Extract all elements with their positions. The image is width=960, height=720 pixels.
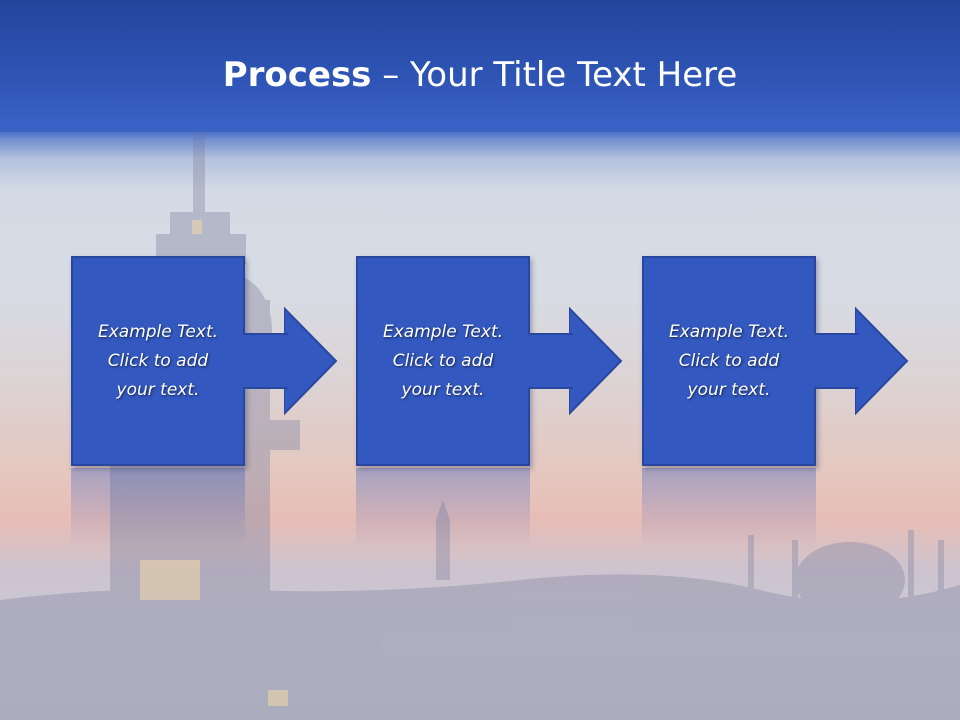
slide-title[interactable]: Process – Your Title Text Here	[0, 52, 960, 98]
step-1-arrow-shaft	[243, 333, 288, 389]
title-band-fade	[0, 118, 960, 158]
step-2-arrow-shaft	[528, 333, 573, 389]
step-3-text: Example Text. Click to add your text.	[661, 318, 797, 405]
step-2-text: Example Text. Click to add your text.	[375, 318, 511, 405]
step-3-reflection	[642, 468, 816, 548]
step-1-arrow-icon	[284, 306, 338, 416]
step-3-line-2: Click to add	[678, 350, 780, 371]
title-bold: Process	[222, 55, 372, 95]
step-3-box[interactable]: Example Text. Click to add your text.	[642, 256, 816, 466]
step-1-reflection	[71, 468, 245, 548]
step-1-box[interactable]: Example Text. Click to add your text.	[71, 256, 245, 466]
step-2-line-2: Click to add	[392, 350, 494, 371]
step-2-reflection	[356, 468, 530, 548]
title-band	[0, 0, 960, 132]
step-2-line-3: your text.	[401, 379, 485, 400]
step-3-arrow-shaft	[814, 333, 859, 389]
step-2-line-1: Example Text.	[382, 321, 504, 342]
title-rest: – Your Title Text Here	[371, 55, 738, 95]
step-1-line-2: Click to add	[107, 350, 209, 371]
step-3-arrow-icon	[855, 306, 909, 416]
step-3-line-1: Example Text.	[668, 321, 790, 342]
step-1-line-3: your text.	[116, 379, 200, 400]
step-1-text: Example Text. Click to add your text.	[90, 318, 226, 405]
step-2-box[interactable]: Example Text. Click to add your text.	[356, 256, 530, 466]
step-1-line-1: Example Text.	[97, 321, 219, 342]
step-3-line-3: your text.	[687, 379, 771, 400]
step-2-arrow-icon	[569, 306, 623, 416]
